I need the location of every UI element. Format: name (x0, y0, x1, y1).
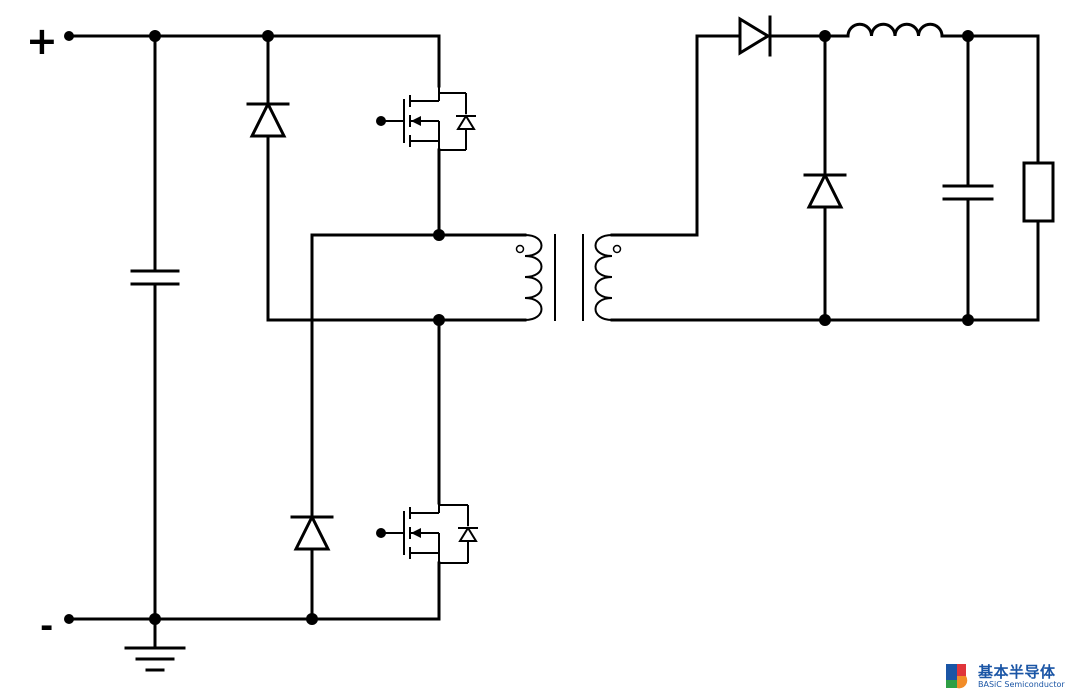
output-inductor-symbol (846, 22, 944, 38)
upper-clamp-diode-symbol (246, 100, 290, 138)
logo-text-cn: 基本半导体 (978, 663, 1056, 681)
upper-mosfet-symbol (376, 86, 476, 151)
lower-clamp-diode-symbol (290, 513, 334, 551)
output-rectifier-diode-symbol (738, 15, 772, 57)
freewheel-diode-symbol (803, 171, 847, 209)
input-capacitor-symbol (130, 269, 180, 286)
basic-semiconductor-logo: 基本半导体 BASiC Semiconductor (944, 660, 1072, 692)
ground-symbol (124, 646, 186, 672)
input-wiring (67, 34, 527, 650)
output-capacitor-symbol (942, 184, 994, 201)
logo-text-en: BASiC Semiconductor (978, 680, 1065, 689)
logo-mark-icon (946, 664, 968, 689)
negative-terminal (64, 614, 74, 624)
junction-dots (149, 30, 974, 625)
transformer-symbol (515, 234, 622, 321)
positive-terminal (64, 31, 74, 41)
output-wiring (610, 34, 1040, 322)
lower-mosfet-symbol (376, 503, 478, 564)
load-resistor-symbol (1022, 161, 1055, 223)
negative-terminal-label: - (40, 607, 54, 645)
positive-terminal-label: + (26, 19, 58, 63)
